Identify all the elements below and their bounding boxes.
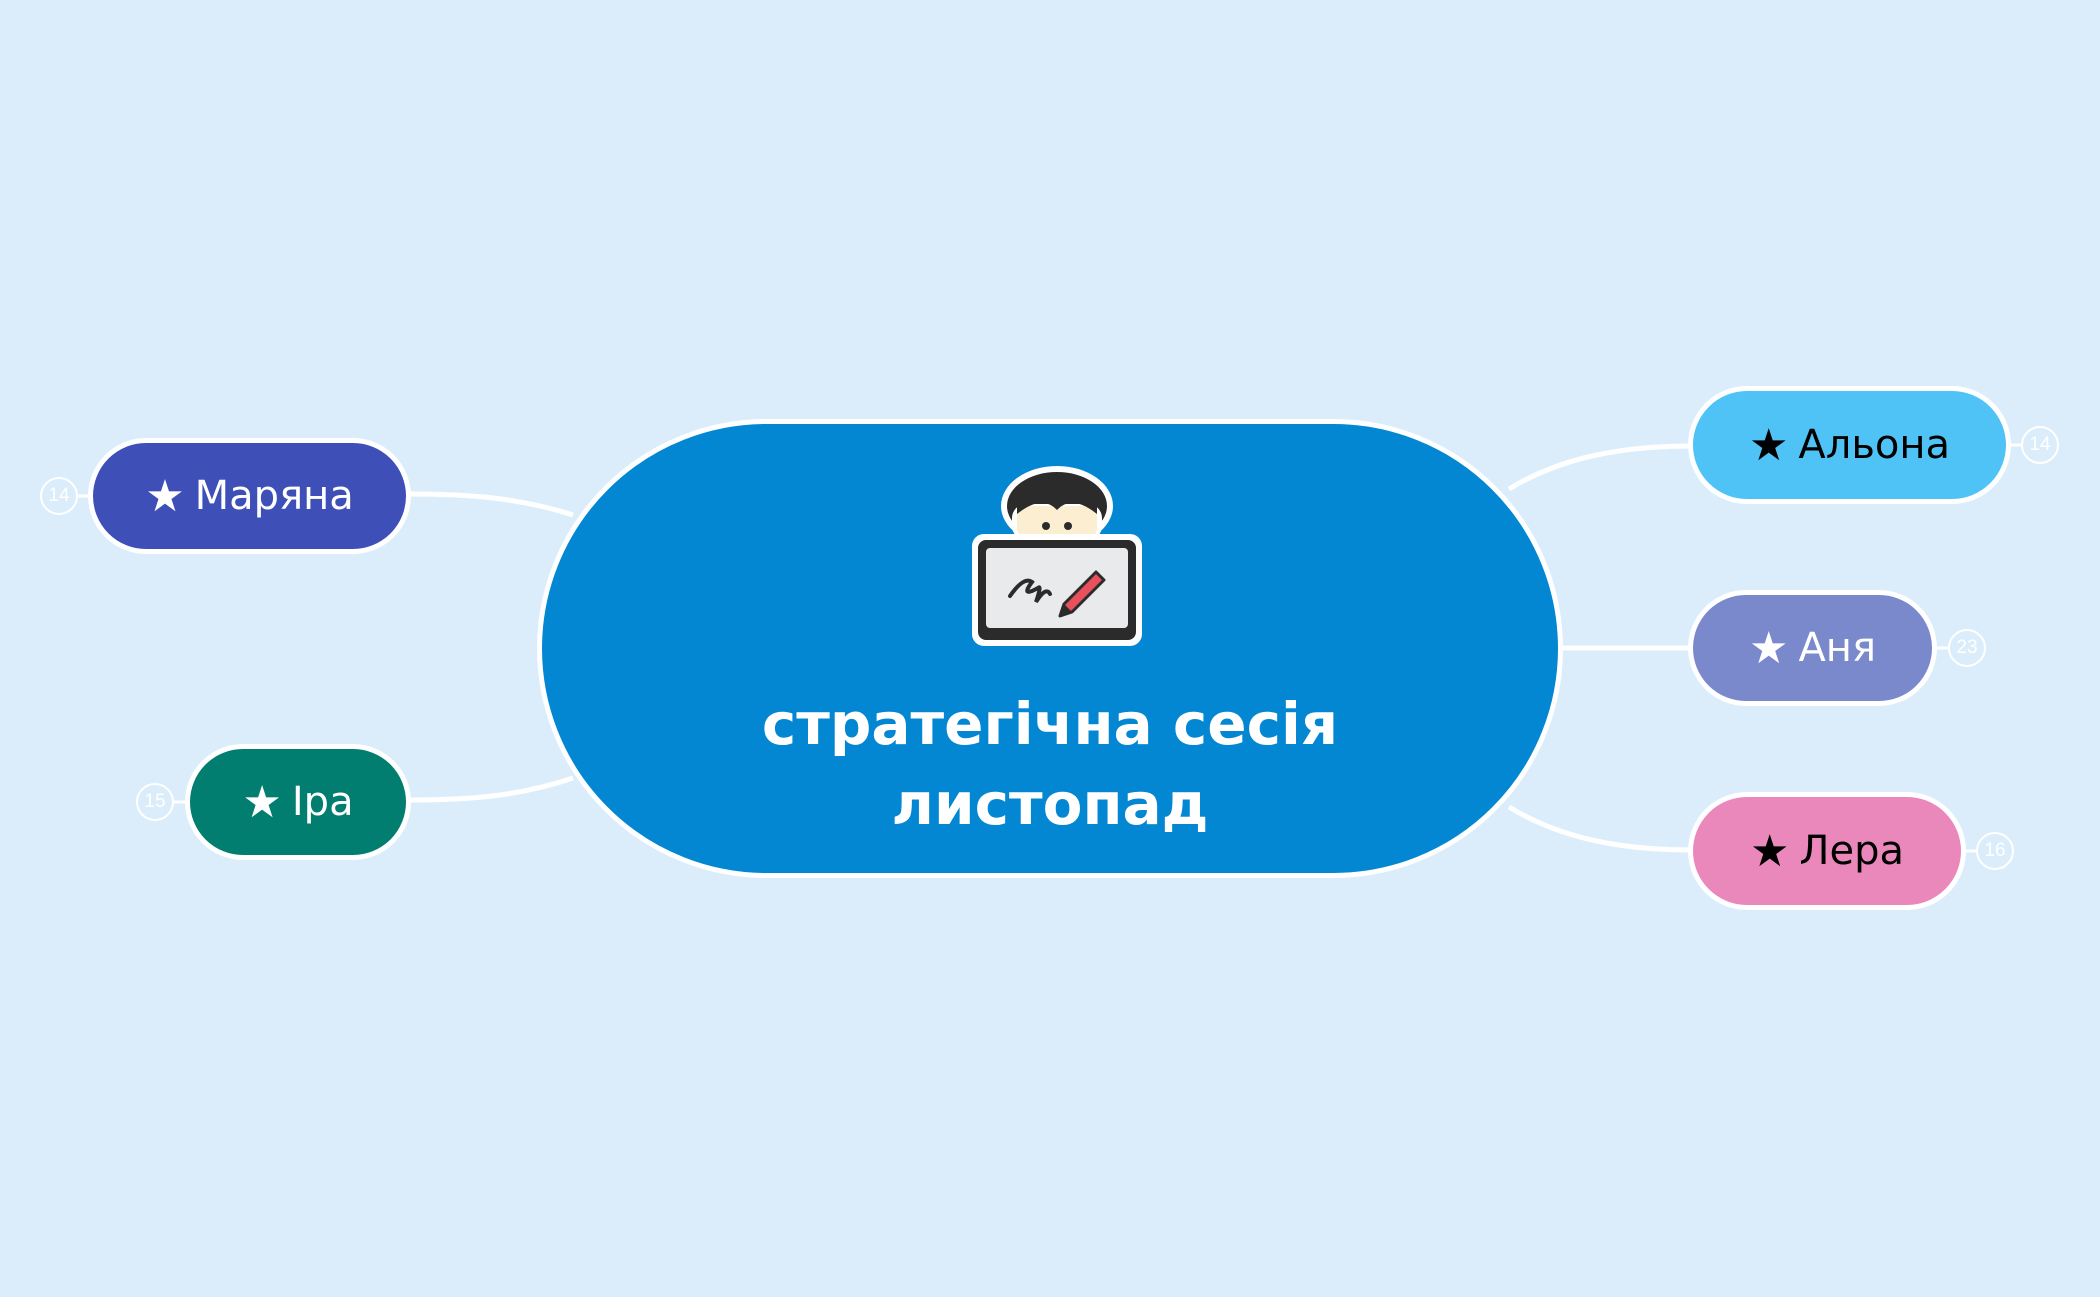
star-icon: ★ — [242, 776, 282, 828]
topic-label: Альона — [1798, 422, 1951, 468]
topic-ira[interactable]: ★ Іра — [185, 744, 411, 860]
topic-alona[interactable]: ★ Альона — [1688, 386, 2011, 504]
connector-alona — [1507, 443, 1693, 492]
topic-label: Аня — [1798, 625, 1877, 671]
badge-count: 16 — [1984, 840, 2006, 861]
star-icon: ★ — [1748, 622, 1789, 674]
topic-lera[interactable]: ★ Лера — [1688, 792, 1966, 910]
badge-count: 14 — [48, 485, 70, 506]
connector-maryana — [409, 491, 574, 518]
badge-count: 14 — [2029, 434, 2051, 455]
star-icon: ★ — [1749, 825, 1790, 877]
collapse-badge-alona[interactable]: 14 — [2021, 426, 2059, 464]
central-title: стратегічна сесія листопад — [542, 684, 1558, 844]
collapse-badge-lera[interactable]: 16 — [1976, 832, 2014, 870]
star-icon: ★ — [1748, 419, 1789, 471]
connector-lera — [1507, 804, 1693, 853]
collapse-badge-ira[interactable]: 15 — [136, 783, 174, 821]
topic-maryana[interactable]: ★ Маряна — [88, 438, 411, 554]
person-drawing-on-board-icon — [972, 466, 1142, 646]
topic-label: Іра — [291, 779, 354, 825]
central-title-line-1: стратегічна сесія — [761, 690, 1339, 758]
badge-count: 23 — [1956, 637, 1978, 658]
badge-count: 15 — [144, 791, 166, 812]
central-title-line-2: листопад — [891, 770, 1209, 838]
collapse-badge-maryana[interactable]: 14 — [40, 477, 78, 515]
central-topic[interactable]: стратегічна сесія листопад — [537, 419, 1563, 878]
connector-ira — [409, 775, 574, 803]
collapse-badge-anya[interactable]: 23 — [1948, 629, 1986, 667]
topic-label: Лера — [1799, 828, 1905, 874]
star-icon: ★ — [145, 470, 185, 522]
topic-label: Маряна — [194, 473, 354, 519]
topic-anya[interactable]: ★ Аня — [1688, 590, 1937, 706]
